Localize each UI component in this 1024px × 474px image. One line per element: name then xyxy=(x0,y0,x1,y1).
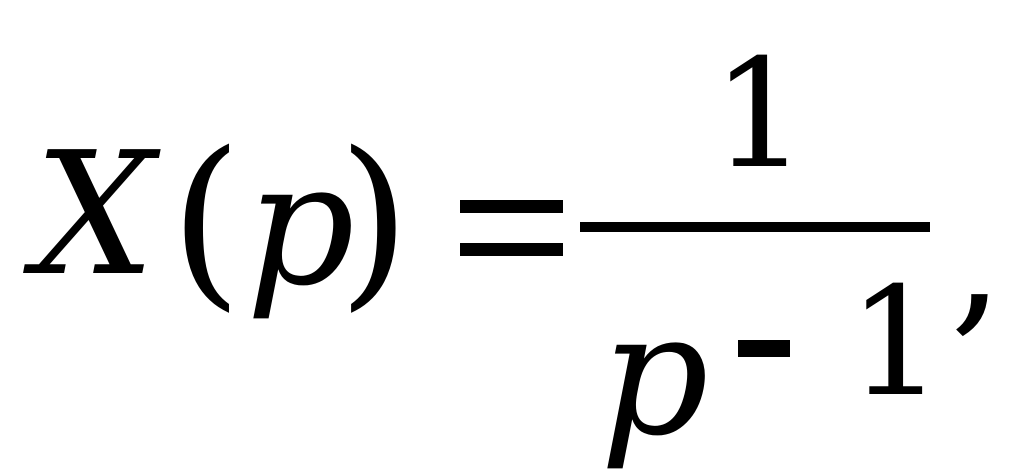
denominator-variable-p: p xyxy=(600,276,709,474)
denominator-minus-sign xyxy=(738,340,790,357)
right-parenthesis: ) xyxy=(338,112,411,328)
equals-bottom-bar xyxy=(460,243,563,256)
denominator-constant: 1 xyxy=(848,256,944,430)
fraction-bar xyxy=(580,222,930,232)
argument-p: p xyxy=(246,126,355,324)
left-parenthesis: ( xyxy=(170,112,243,328)
equals-top-bar xyxy=(460,200,563,213)
equals-sign xyxy=(460,200,563,256)
fraction-numerator: 1 xyxy=(712,28,808,202)
function-name-x: X xyxy=(34,116,156,314)
trailing-comma: , xyxy=(950,156,1005,354)
